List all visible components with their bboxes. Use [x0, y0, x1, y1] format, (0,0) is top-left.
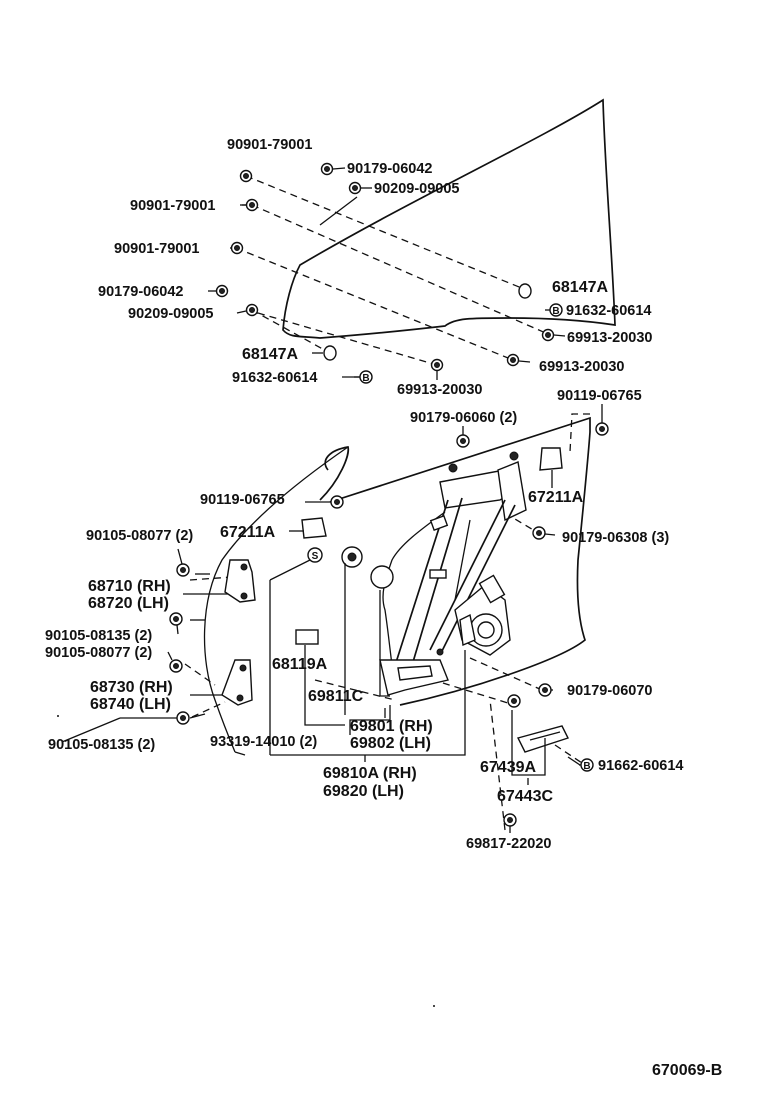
b-symbol-3: B — [580, 758, 594, 772]
label-90901-79001-b: 90901-79001 — [130, 198, 215, 214]
window-regulator-assembly — [370, 451, 527, 696]
label-90209-09005-a: 90209-09005 — [374, 181, 459, 197]
s-symbol: S — [307, 547, 323, 563]
label-90119-06765-a: 90119-06765 — [557, 388, 642, 404]
part-67439a-guide — [516, 725, 569, 753]
label-68710: 68710 (RH) — [88, 578, 171, 595]
label-90179-06060: 90179-06060 (2) — [410, 410, 517, 426]
label-68119a: 68119A — [272, 656, 328, 673]
label-68740: 68740 (LH) — [90, 696, 171, 713]
label-69913-20030-a: 69913-20030 — [567, 330, 652, 346]
label-90105-08135-a: 90105-08135 (2) — [45, 628, 152, 644]
label-69810a: 69810A (RH) — [323, 765, 417, 782]
b-symbol-2: B — [359, 370, 373, 384]
regulator-motor — [454, 574, 511, 656]
label-69817-22020: 69817-22020 — [466, 836, 551, 852]
label-68720: 68720 (LH) — [88, 595, 169, 612]
label-90105-08135-b: 90105-08135 (2) — [48, 737, 155, 753]
label-90179-06070: 90179-06070 — [567, 683, 652, 699]
b-symbol-text: B — [362, 373, 369, 384]
b-symbol-text: B — [583, 761, 590, 772]
door-glass-outline — [282, 98, 616, 339]
label-90179-06042-a: 90179-06042 — [347, 161, 432, 177]
label-69801: 69801 (RH) — [350, 718, 433, 735]
part-68710-bracket — [224, 559, 256, 603]
label-90901-79001-a: 90901-79001 — [227, 137, 312, 153]
label-90209-09005-b: 90209-09005 — [128, 306, 213, 322]
label-91632-60614-b: 91632-60614 — [232, 370, 317, 386]
door-inner-curve-left — [203, 446, 349, 753]
label-91632-60614-a: 91632-60614 — [566, 303, 651, 319]
leader-lines — [61, 167, 603, 833]
stray-dot — [433, 1005, 435, 1007]
label-dash-ticks — [240, 204, 581, 766]
label-90901-79001-c: 90901-79001 — [114, 241, 199, 257]
glass-dash-lines — [235, 175, 549, 366]
label-90105-08077-b: 90105-08077 (2) — [45, 645, 152, 661]
part-69811c-roller — [341, 546, 363, 568]
s-symbol-text: S — [312, 551, 319, 562]
b-symbol-text: B — [552, 306, 559, 317]
label-68730: 68730 (RH) — [90, 679, 173, 696]
label-90179-06042-b: 90179-06042 — [98, 284, 183, 300]
label-69820: 69820 (LH) — [323, 783, 404, 800]
label-69913-20030-b: 69913-20030 — [539, 359, 624, 375]
part-67211a-clip-right — [539, 447, 563, 471]
b-symbol-1: B — [549, 303, 563, 317]
label-68147a-b: 68147A — [242, 346, 298, 363]
label-91662-60614: 91662-60614 — [598, 758, 683, 774]
part-68730-bracket — [221, 659, 253, 706]
label-67211a-b: 67211A — [220, 524, 276, 541]
label-90119-06765-b: 90119-06765 — [200, 492, 285, 508]
label-90179-06308: 90179-06308 (3) — [562, 530, 669, 546]
diagram-id: 670069-B — [652, 1062, 722, 1079]
label-67211a-a: 67211A — [528, 489, 584, 506]
label-69913-20030-c: 69913-20030 — [397, 382, 482, 398]
label-93319-14010: 93319-14010 (2) — [210, 734, 317, 750]
part-68119a-clip — [295, 629, 319, 645]
label-67443c: 67443C — [497, 788, 553, 805]
label-67439a: 67439A — [480, 759, 536, 776]
stray-dot — [57, 715, 59, 717]
part-67211a-clip-left — [301, 517, 327, 539]
label-90105-08077-a: 90105-08077 (2) — [86, 528, 193, 544]
label-69802: 69802 (LH) — [350, 735, 431, 752]
label-69811c: 69811C — [308, 688, 364, 705]
fastener-symbols — [169, 162, 609, 827]
label-68147a-a: 68147A — [552, 279, 608, 296]
